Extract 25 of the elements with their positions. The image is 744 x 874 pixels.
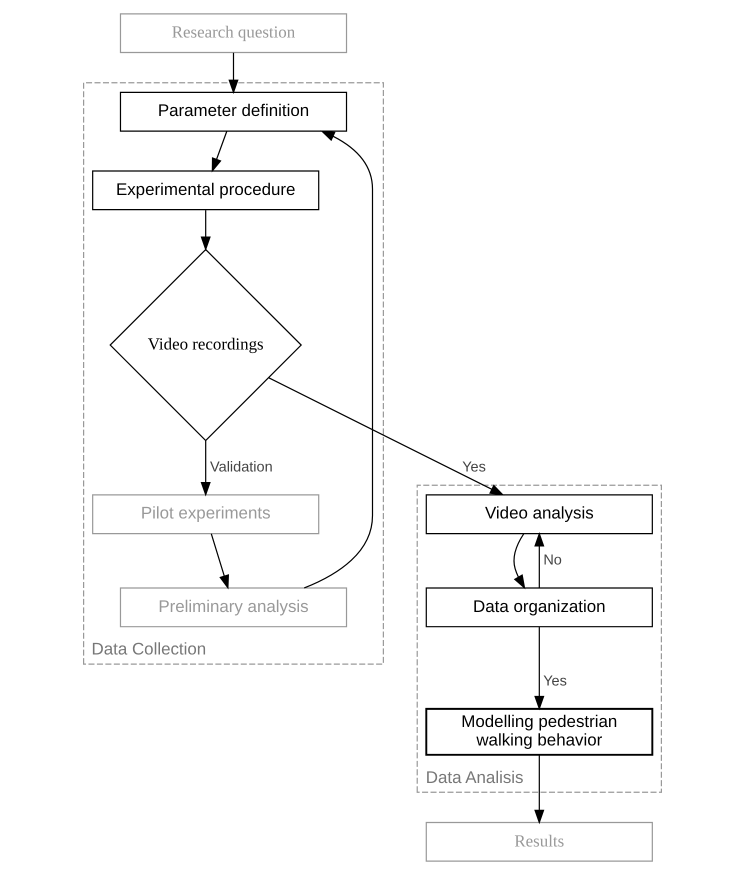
edge-label: Yes xyxy=(542,672,566,689)
node-box: Results xyxy=(425,821,652,862)
arrow xyxy=(228,52,238,94)
node-diamond: Video recordings xyxy=(108,248,302,441)
arrow xyxy=(268,376,504,496)
node-box: Experimental procedure xyxy=(92,170,319,210)
node-box: Pilot experiments xyxy=(92,494,319,534)
node-box: Parameter definition xyxy=(119,91,347,132)
node-box: Preliminary analysis xyxy=(119,586,347,627)
arrow xyxy=(200,440,210,496)
arrow xyxy=(534,754,544,824)
arrow xyxy=(210,533,229,590)
edge-label: Validation xyxy=(210,458,272,475)
arrow xyxy=(200,210,210,251)
node-box: Video analysis xyxy=(425,494,652,534)
arrow xyxy=(534,531,544,588)
node-box: Research question xyxy=(119,12,347,53)
arrow xyxy=(512,532,525,589)
node-box: Data organization xyxy=(425,586,652,627)
node-box: Modelling pedestrian walking behavior xyxy=(424,707,653,756)
arrow xyxy=(211,130,227,172)
edge-label: No xyxy=(542,552,562,568)
edge-label: Yes xyxy=(462,458,486,475)
arrow xyxy=(534,626,544,710)
arrow xyxy=(303,130,373,588)
